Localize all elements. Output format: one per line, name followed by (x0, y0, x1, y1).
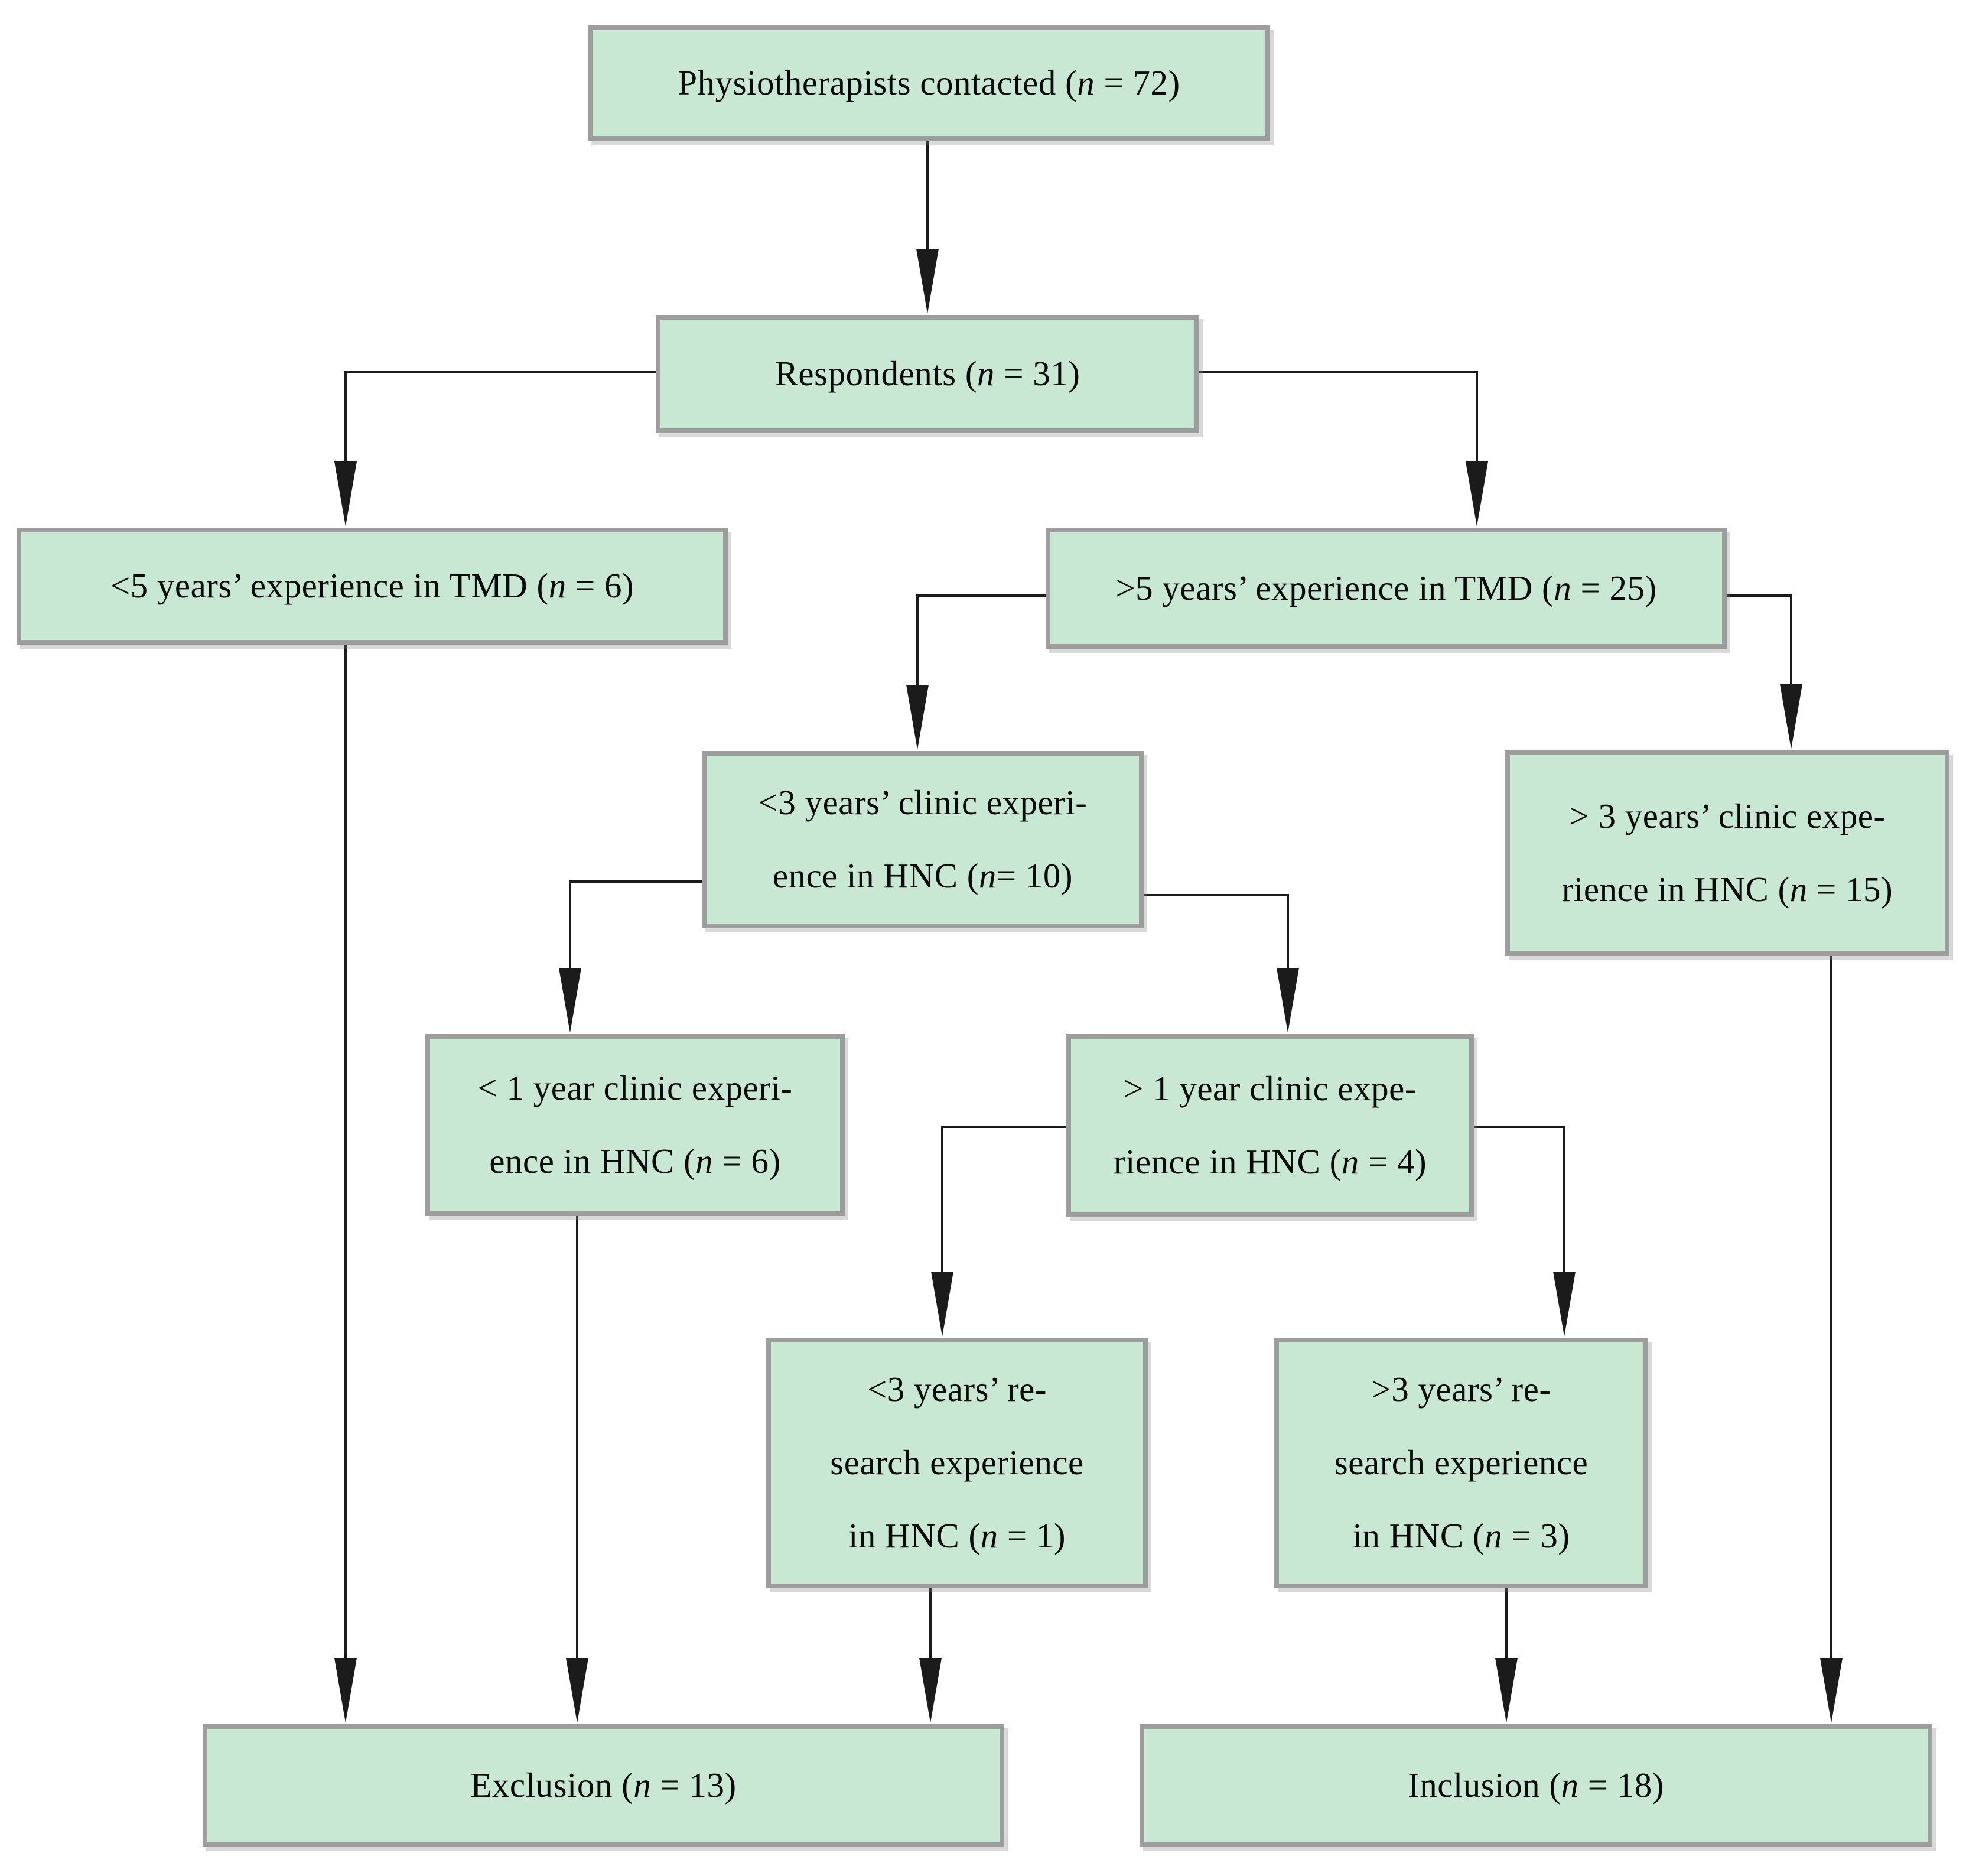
node-respondents: Respondents (n = 31) (656, 315, 1199, 433)
node-label-line: >5 years’ experience in TMD (n = 25) (1115, 568, 1657, 607)
node-label-line: Physiotherapists contacted (n = 72) (678, 63, 1180, 103)
node-label-line: <3 years’ clinic experi- (758, 783, 1088, 822)
node-physiotherapists-contacted: Physiotherapists contacted (n = 72) (588, 25, 1270, 141)
node-exclusion: Exclusion (n = 13) (203, 1724, 1004, 1847)
connector-lt3clinic-to-lt1clinic (569, 880, 702, 1026)
node-label-line: <3 years’ re- (867, 1370, 1047, 1409)
node-inclusion: Inclusion (n = 18) (1140, 1724, 1932, 1847)
arrowhead-respondents-to-lt5tmd (334, 461, 357, 526)
node-label-line: ence in HNC (n= 10) (772, 856, 1073, 895)
node-lt3-years-clinic-hnc: <3 years’ clinic experi-ence in HNC (n= … (702, 751, 1144, 928)
connector-respondents-to-gt5tmd (1199, 371, 1478, 519)
node-label-line: ence in HNC (n = 6) (489, 1142, 781, 1181)
node-gt3-years-research-hnc: >3 years’ re-search experience in HNC (n … (1274, 1338, 1648, 1588)
node-gt3-years-clinic-hnc: > 3 years’ clinic expe-rience in HNC (n … (1505, 750, 1949, 956)
node-gt1-year-clinic-hnc: > 1 year clinic expe-rience in HNC (n = … (1066, 1034, 1474, 1217)
node-label-line: < 1 year clinic experi- (477, 1068, 793, 1108)
node-label-line: <5 years’ experience in TMD (n = 6) (110, 566, 634, 606)
arrowhead-gt5tmd-to-gt3clinic (1780, 684, 1802, 749)
connector-gt1clinic-to-lt3research (941, 1126, 1066, 1329)
connector-gt5tmd-to-gt3clinic (1727, 594, 1792, 742)
node-label-line: Exclusion (n = 13) (470, 1766, 737, 1805)
node-gt5-years-tmd: >5 years’ experience in TMD (n = 25) (1046, 528, 1727, 649)
arrowhead-gt3research-to-inclusion (1495, 1658, 1518, 1723)
connector-respondents-to-lt5tmd (344, 371, 656, 519)
arrowhead-lt5tmd-to-exclusion (334, 1658, 357, 1723)
node-label-line: rience in HNC (n = 4) (1113, 1142, 1427, 1181)
connector-gt1clinic-to-gt3research (1474, 1126, 1565, 1329)
node-label-line: in HNC (n = 3) (1352, 1516, 1570, 1555)
node-label-line: search experience (1334, 1443, 1589, 1482)
node-lt3-years-research-hnc: <3 years’ re-search experience in HNC (n … (766, 1338, 1148, 1588)
node-label-line: > 3 years’ clinic expe- (1569, 796, 1886, 836)
arrowhead-gt1clinic-to-lt3research (931, 1272, 953, 1337)
node-label-line: search experience (830, 1443, 1084, 1482)
arrowhead-gt1clinic-to-gt3research (1553, 1272, 1576, 1337)
arrowhead-lt3clinic-to-gt1clinic (1277, 968, 1299, 1033)
arrowhead-lt3research-to-exclusion (919, 1658, 942, 1723)
arrowhead-gt5tmd-to-lt3clinic (906, 685, 929, 750)
node-label-line: Respondents (n = 31) (774, 354, 1080, 394)
connector-gt5tmd-to-lt3clinic (916, 594, 1046, 743)
arrowhead-gt3clinic-to-inclusion (1820, 1658, 1843, 1723)
arrowhead-lt3clinic-to-lt1clinic (559, 968, 581, 1033)
arrowhead-respondents-to-gt5tmd (1466, 461, 1488, 526)
node-label-line: Inclusion (n = 18) (1408, 1766, 1664, 1805)
node-label-line: > 1 year clinic expe- (1124, 1069, 1417, 1108)
node-label-line: rience in HNC (n = 15) (1561, 870, 1893, 909)
node-label-line: >3 years’ re- (1371, 1370, 1551, 1409)
node-label-line: in HNC (n = 1) (848, 1516, 1066, 1555)
arrowhead-contacted-to-respondents (916, 249, 939, 314)
arrowhead-lt1clinic-to-exclusion (566, 1658, 588, 1723)
node-lt5-years-tmd: <5 years’ experience in TMD (n = 6) (17, 528, 728, 645)
connector-lt3clinic-to-gt1clinic (1144, 894, 1289, 1026)
node-lt1-year-clinic-hnc: < 1 year clinic experi-ence in HNC (n = … (425, 1034, 845, 1216)
